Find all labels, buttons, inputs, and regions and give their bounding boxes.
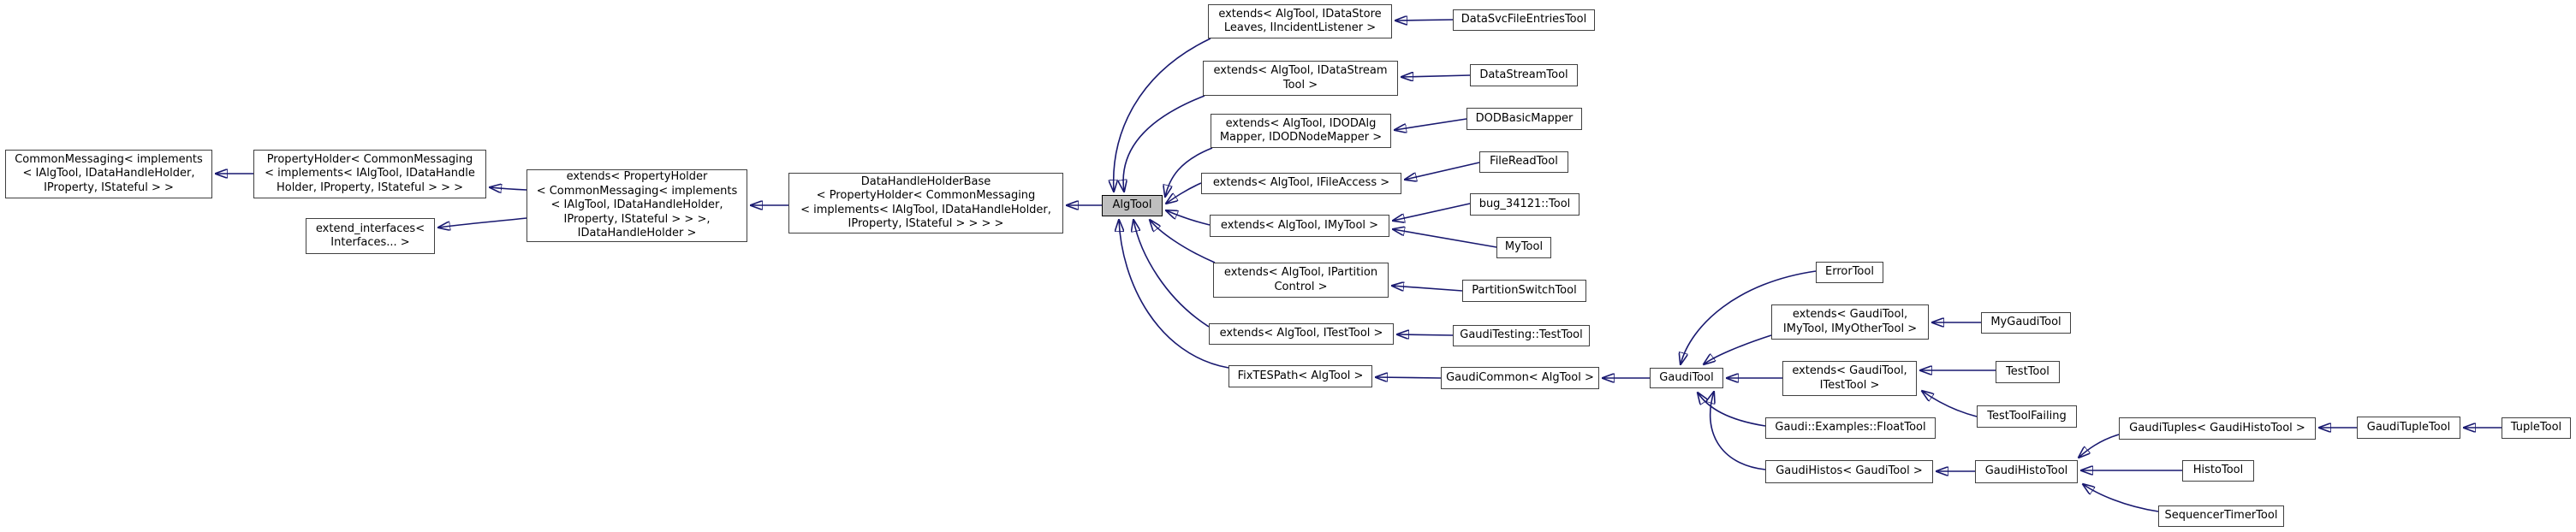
edge-ifileaccess-algtool — [1166, 182, 1202, 204]
edge-mytool-imytool — [1393, 229, 1497, 248]
node-mygauditool[interactable]: MyGaudiTool — [1981, 312, 2071, 334]
node-data-handle-holder-base[interactable]: DataHandleHolderBase< PropertyHolder< Co… — [788, 173, 1063, 233]
edge-extendsph-propertyholder — [490, 187, 527, 190]
node-extends-itesttool[interactable]: extends< AlgTool, ITestTool > — [1209, 323, 1394, 345]
edge-gtimytool-gauditool — [1704, 334, 1772, 364]
node-gaudicommon-algtool[interactable]: GaudiCommon< AlgTool > — [1441, 367, 1599, 389]
node-sequencertimertool[interactable]: SequencerTimerTool — [2158, 505, 2284, 527]
edge-gaudituples-gaudihistotool — [2079, 434, 2120, 458]
node-property-holder[interactable]: PropertyHolder< CommonMessaging< impleme… — [253, 150, 486, 198]
edge-gauditestingtesttool-itesttool — [1397, 334, 1454, 335]
edge-idod-algtool — [1165, 147, 1213, 197]
node-tupletool[interactable]: TupleTool — [2502, 417, 2571, 439]
node-dodbasicmapper[interactable]: DODBasicMapper — [1466, 108, 1582, 130]
edge-testtoolfailing-gtitesttool — [1922, 391, 1978, 417]
edge-sequencertimertool-gaudihistotool — [2083, 484, 2159, 512]
node-partitionswitchtool[interactable]: PartitionSwitchTool — [1462, 280, 1586, 302]
edge-partitionswitch-ipartition — [1392, 286, 1463, 292]
edge-datasvcfileentries-idatastore — [1395, 20, 1454, 21]
node-mytool[interactable]: MyTool — [1496, 237, 1551, 258]
node-extend-interfaces[interactable]: extend_interfaces<Interfaces... > — [306, 218, 435, 254]
node-testtoolfailing[interactable]: TestToolFailing — [1977, 405, 2077, 428]
edge-dodbasicmapper-idod — [1395, 118, 1467, 130]
node-datastreamtool[interactable]: DataStreamTool — [1470, 64, 1578, 86]
node-gaudihistos-gauditool[interactable]: GaudiHistos< GaudiTool > — [1765, 460, 1933, 483]
node-testtool[interactable]: TestTool — [1996, 361, 2060, 383]
node-gaudi-examples-floattool[interactable]: Gaudi::Examples::FloatTool — [1765, 417, 1936, 439]
node-fixtespath-algtool[interactable]: FixTESPath< AlgTool > — [1229, 365, 1372, 387]
node-gaudihistotool[interactable]: GaudiHistoTool — [1975, 460, 2078, 483]
edge-idatastore-algtool — [1114, 38, 1211, 192]
edge-gaudicommon-fixtespath — [1376, 377, 1442, 378]
node-extends-imytool[interactable]: extends< AlgTool, IMyTool > — [1210, 215, 1389, 237]
node-gauditesting-testtool[interactable]: GaudiTesting::TestTool — [1453, 325, 1590, 346]
edge-bug34121-imytool — [1393, 203, 1471, 221]
node-gauditool[interactable]: GaudiTool — [1650, 368, 1723, 388]
node-errortool[interactable]: ErrorTool — [1816, 262, 1883, 283]
node-datasvcfileentriestool[interactable]: DataSvcFileEntriesTool — [1453, 9, 1595, 31]
edge-ipartition-algtool — [1150, 220, 1216, 263]
node-extends-property-holder[interactable]: extends< PropertyHolder< CommonMessaging… — [527, 169, 747, 242]
edge-filereadtool-ifileaccess — [1405, 162, 1480, 180]
node-extends-ifileaccess[interactable]: extends< AlgTool, IFileAccess > — [1201, 173, 1401, 194]
edge-itesttool-algtool — [1133, 220, 1210, 328]
edge-extendsph-extendinterfaces — [438, 217, 527, 228]
node-algtool-current: AlgTool — [1102, 195, 1163, 216]
edge-fixtespath-algtool — [1119, 220, 1229, 369]
node-common-messaging[interactable]: CommonMessaging< implements< IAlgTool, I… — [5, 150, 212, 198]
edge-imytool-algtool — [1166, 210, 1211, 226]
node-gaudituples-gaudihistotool[interactable]: GaudiTuples< GaudiHistoTool > — [2119, 417, 2316, 440]
edge-floattool-gauditool — [1698, 393, 1766, 427]
node-gauditupletool[interactable]: GaudiTupleTool — [2357, 417, 2460, 439]
node-extends-gauditool-itesttool[interactable]: extends< GaudiTool,ITestTool > — [1782, 361, 1917, 396]
node-extends-gauditool-imytool[interactable]: extends< GaudiTool,IMyTool, IMyOtherTool… — [1771, 304, 1929, 340]
node-bug-34121-tool[interactable]: bug_34121::Tool — [1470, 193, 1580, 216]
node-filereadtool[interactable]: FileReadTool — [1479, 151, 1568, 173]
edge-gaudihistos-gauditool — [1710, 392, 1766, 470]
edge-idatastream-algtool — [1123, 95, 1205, 192]
edge-errortool-gauditool — [1681, 270, 1817, 364]
edge-datastreamtool-idatastream — [1401, 75, 1471, 77]
node-histotool[interactable]: HistoTool — [2182, 460, 2254, 482]
